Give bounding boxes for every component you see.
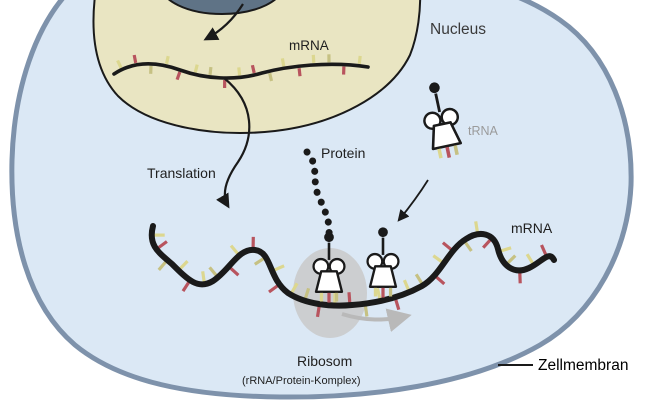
rna-base-tick xyxy=(347,292,352,304)
rna-base-tick xyxy=(229,244,240,256)
rna-base-tick xyxy=(297,68,302,77)
ribosome-direction-arrow xyxy=(341,308,412,332)
protein-label: Protein xyxy=(321,145,365,161)
rna-base-tick xyxy=(375,287,382,300)
rna-base-tick xyxy=(402,279,411,291)
rna-base-tick xyxy=(500,246,512,253)
rna-base-tick xyxy=(193,64,199,73)
rna-base-tick xyxy=(441,241,453,251)
rna-base-tick xyxy=(414,273,424,285)
rna-base-tick xyxy=(268,72,274,82)
ribosome-subtitle-label: (rRNA/Protein-Komplex) xyxy=(242,375,361,387)
rna-base-tick xyxy=(157,240,168,250)
ribosome-label: Ribosom xyxy=(297,353,352,369)
nucleus-label: Nucleus xyxy=(430,21,486,38)
rna-base-tick xyxy=(201,271,206,283)
rna-base-tick xyxy=(482,238,492,249)
rna-base-tick xyxy=(315,305,321,318)
rna-base-tick xyxy=(229,266,240,277)
rna-base-tick xyxy=(237,67,242,76)
rna-base-tick xyxy=(506,254,517,265)
translation-arrow xyxy=(216,77,251,209)
nucleus-body xyxy=(92,0,422,134)
rna-base-tick xyxy=(132,54,138,64)
rna-base-tick xyxy=(273,264,285,272)
rna-base-tick xyxy=(290,282,299,294)
rna-base-tick xyxy=(311,54,316,63)
rna-base-tick xyxy=(208,66,213,76)
trna-entry-arrow xyxy=(397,179,429,222)
rna-base-tick xyxy=(357,55,362,64)
rna-base-tick xyxy=(175,71,182,81)
rna-base-tick xyxy=(434,275,446,286)
translation-label: Translation xyxy=(147,165,216,181)
nuclear-mrna-strand-bases xyxy=(116,54,362,89)
rna-base-tick xyxy=(280,58,286,67)
rna-base-tick xyxy=(432,254,444,264)
rna-base-tick xyxy=(463,241,473,252)
trna-label: tRNA xyxy=(468,124,499,138)
rna-base-tick xyxy=(178,259,189,271)
rna-base-tick xyxy=(181,281,191,292)
rna-base-tick xyxy=(253,256,265,266)
cytoplasm-mrna-label: mRNA xyxy=(511,220,553,236)
nuclear-mrna-label: mRNA xyxy=(289,38,329,53)
rna-base-tick xyxy=(474,221,479,233)
transcription-arrow xyxy=(203,3,244,41)
dna-chromatin xyxy=(167,0,277,15)
rna-base-tick xyxy=(394,298,401,311)
protein-chain-dots xyxy=(303,148,333,238)
rna-base-tick xyxy=(250,64,256,74)
rna-base-tick xyxy=(208,266,218,277)
rna-base-tick xyxy=(525,253,535,265)
rna-base-tick xyxy=(164,55,170,65)
rna-base-tick xyxy=(116,59,123,69)
nuclear-mrna-strand xyxy=(112,61,370,80)
rna-base-tick xyxy=(363,305,369,317)
rna-base-tick xyxy=(268,284,279,294)
rna-base-tick xyxy=(303,287,311,300)
cytoplasm-mrna-strand-bases xyxy=(153,221,548,318)
cell-membrane-label: Zellmembran xyxy=(538,357,628,374)
rna-base-tick xyxy=(540,244,548,256)
rna-base-tick xyxy=(157,260,168,271)
cytoplasm-mrna-strand xyxy=(148,223,557,309)
